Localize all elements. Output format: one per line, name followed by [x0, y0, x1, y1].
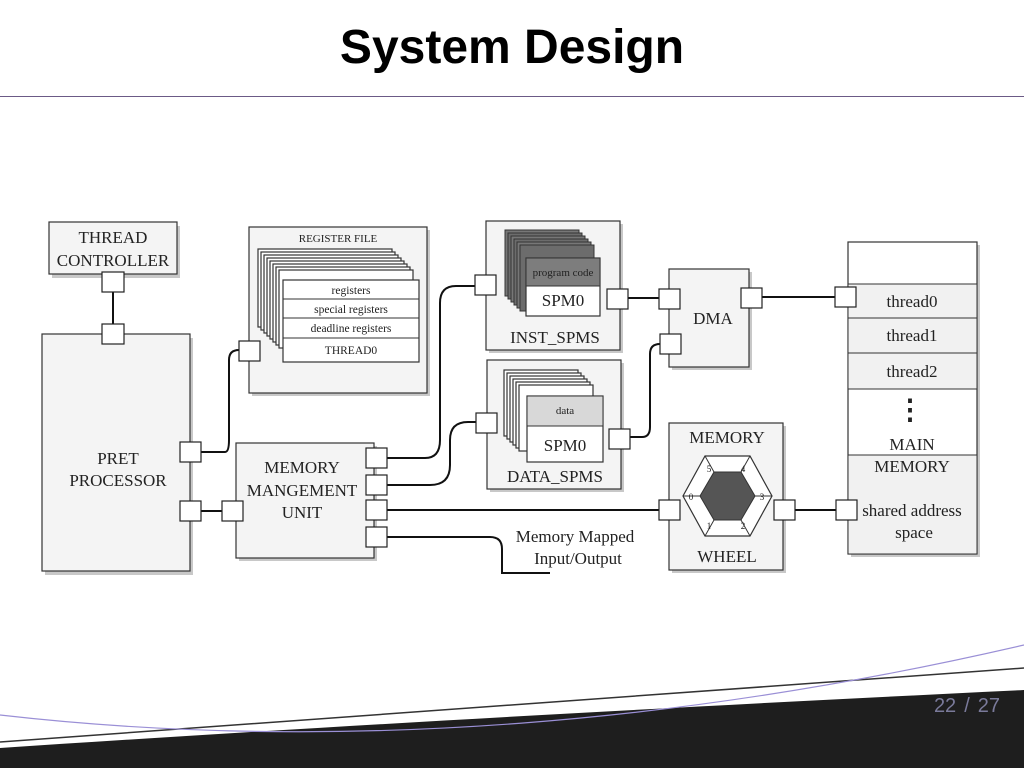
- inst-spms: program code SPM0 INST_SPMS: [485, 220, 623, 353]
- memory-mapped-io: Memory Mapped Input/Output: [516, 527, 635, 568]
- wheel-slot-1: 1: [707, 521, 712, 531]
- data-spm-header: data: [556, 405, 574, 417]
- register-row-deadline: deadline registers: [311, 323, 392, 335]
- memory-wheel-label-top: MEMORY: [689, 428, 765, 447]
- wheel-slot-5: 5: [707, 464, 712, 474]
- page-separator: /: [964, 695, 970, 717]
- port-inst-right: [606, 288, 629, 310]
- page-total: 27: [977, 695, 1000, 717]
- port-mmu-left: [221, 500, 244, 522]
- inst-spm-header: program code: [533, 267, 594, 279]
- inst-spms-label: INST_SPMS: [510, 328, 600, 347]
- mmio-label-2: Input/Output: [534, 549, 622, 568]
- main-memory-thread2: thread2: [887, 362, 938, 381]
- port-mmu-inst: [365, 447, 388, 469]
- register-row-thread0: THREAD0: [325, 345, 378, 357]
- pret-processor-label-2: PROCESSOR: [69, 471, 167, 490]
- port-inst-left: [474, 274, 497, 296]
- data-spms: data SPM0 DATA_SPMS: [486, 359, 624, 492]
- register-file-title: REGISTER FILE: [299, 233, 378, 245]
- port-wheel-right: [773, 499, 796, 521]
- pret-processor-label-1: PRET: [97, 449, 139, 468]
- pret-processor: PRET PROCESSOR: [41, 333, 193, 575]
- main-memory-thread0: thread0: [887, 292, 938, 311]
- port-data-right: [608, 428, 631, 450]
- thread-controller-label-1: THREAD: [79, 228, 148, 247]
- port-dma-data: [659, 333, 682, 355]
- dma-label: DMA: [693, 309, 733, 328]
- port-main-thread0: [834, 286, 857, 308]
- port-main-shared: [835, 499, 858, 521]
- register-row-registers: registers: [332, 285, 371, 297]
- memory-management-unit: MEMORY MANGEMENT UNIT: [235, 442, 377, 561]
- memory-wheel-label-bottom: WHEEL: [697, 547, 756, 566]
- port-mmu-data: [365, 474, 388, 496]
- footer-decoration: [0, 644, 1024, 768]
- mmu-label-1: MEMORY: [264, 458, 340, 477]
- mmu-label-2: MANGEMENT: [247, 481, 358, 500]
- data-spm0-label: SPM0: [544, 436, 587, 455]
- thread-controller-label-2: CONTROLLER: [57, 251, 170, 270]
- ports: [101, 271, 858, 548]
- mmu-label-3: UNIT: [282, 503, 323, 522]
- memory-wheel: MEMORY WHEEL 5 4 0 3 1 2: [668, 422, 786, 573]
- main-memory-label-1: MAIN: [889, 435, 934, 454]
- wheel-slot-0: 0: [689, 492, 694, 502]
- main-memory-label-2: MEMORY: [874, 457, 950, 476]
- port-dma-inst: [658, 288, 681, 310]
- title-divider: [0, 96, 1024, 97]
- page-current: 22: [933, 695, 957, 717]
- port-data-left: [475, 412, 498, 434]
- wheel-slot-4: 4: [741, 464, 746, 474]
- page-number: 22 / 27: [930, 695, 1004, 718]
- thread-controller: THREAD CONTROLLER: [48, 221, 180, 278]
- register-file: REGISTER FILE registers special register…: [248, 226, 430, 396]
- main-memory: thread0 thread1 thread2 ⋮ MAIN MEMORY sh…: [847, 241, 980, 557]
- slide-title: System Design: [339, 21, 685, 74]
- mmio-label-1: Memory Mapped: [516, 527, 635, 546]
- inst-spm0-label: SPM0: [542, 291, 585, 310]
- port-mmu-wheel: [365, 499, 388, 521]
- main-memory-label-4: space: [895, 523, 933, 542]
- wheel-slot-3: 3: [760, 492, 765, 502]
- main-memory-ellipsis: ⋮: [896, 395, 924, 426]
- port-wheel-left: [658, 499, 681, 521]
- port-processor-mmu: [179, 500, 202, 522]
- dma: DMA: [668, 268, 752, 370]
- connection-wires: [112, 285, 836, 574]
- port-register-file: [238, 340, 261, 362]
- main-memory-label-3: shared address: [862, 501, 962, 520]
- wheel-slot-2: 2: [741, 521, 746, 531]
- port-thread-controller-bottom: [101, 271, 125, 293]
- port-processor-register: [179, 441, 202, 463]
- data-spms-label: DATA_SPMS: [507, 467, 603, 486]
- port-processor-top: [101, 323, 125, 345]
- main-memory-thread1: thread1: [887, 326, 938, 345]
- port-mmu-mmio: [365, 526, 388, 548]
- register-row-special: special registers: [314, 304, 388, 316]
- port-dma-right: [740, 287, 763, 309]
